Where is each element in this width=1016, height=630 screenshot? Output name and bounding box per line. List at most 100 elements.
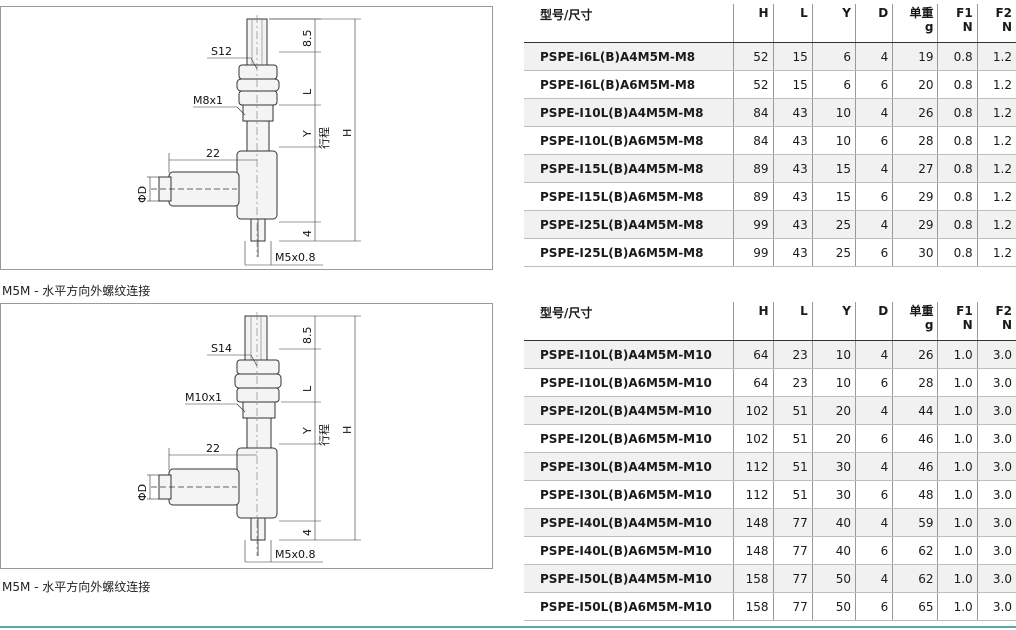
cell-l: 23 (773, 340, 813, 369)
cell-d: 4 (855, 340, 894, 369)
header-f1-line2: N (962, 318, 973, 332)
cell-model: PSPE-I30L(B)A6M5M-M10 (524, 480, 735, 509)
cell-w: 44 (892, 396, 939, 425)
cell-w: 62 (892, 564, 939, 593)
cell-d: 4 (855, 396, 894, 425)
cell-w: 19 (892, 42, 939, 71)
cell-y: 15 (812, 182, 856, 211)
cell-d: 4 (855, 154, 894, 183)
cell-f2: 3.0 (977, 424, 1016, 453)
cell-f1: 0.8 (937, 126, 978, 155)
cell-f1: 0.8 (937, 98, 978, 127)
cell-y: 30 (812, 480, 856, 509)
cell-y: 40 (812, 508, 856, 537)
dim-top-label: 8.5 (301, 30, 314, 48)
cell-f2: 3.0 (977, 564, 1016, 593)
cell-f2: 1.2 (977, 70, 1016, 99)
drawing-1-caption: M5M - 水平方向外螺纹连接 (2, 284, 151, 298)
cell-d: 6 (855, 238, 894, 267)
header-f1-line1: F1 (956, 304, 973, 318)
cell-h: 64 (733, 368, 774, 397)
cell-l: 77 (773, 508, 813, 537)
cell-f2: 1.2 (977, 42, 1016, 71)
cell-model: PSPE-I20L(B)A6M5M-M10 (524, 424, 735, 453)
dim-y-label: Y (301, 427, 314, 435)
cell-y: 50 (812, 592, 856, 621)
cell-y: 20 (812, 396, 856, 425)
cell-model: PSPE-I25L(B)A4M5M-M8 (524, 210, 735, 239)
cell-f2: 1.2 (977, 126, 1016, 155)
header-f2-line2: N (1001, 318, 1012, 332)
header-y: Y (812, 4, 856, 43)
cell-l: 51 (773, 396, 813, 425)
fitting-drawing-1: S12 M8x1 22 ΦD 8.5 L Y 行程 H 4 M5x0.8 (136, 15, 361, 266)
cell-y: 10 (812, 340, 856, 369)
cell-y: 25 (812, 238, 856, 267)
header-f2-line1: F2 (995, 6, 1012, 20)
cell-d: 4 (855, 210, 894, 239)
stroke-label: 行程 (318, 127, 331, 149)
cell-w: 59 (892, 508, 939, 537)
cell-h: 89 (733, 182, 774, 211)
dim-l-label: L (301, 88, 314, 95)
cell-w: 30 (892, 238, 939, 267)
cell-f2: 3.0 (977, 480, 1016, 509)
header-weight-line2: g (924, 318, 934, 332)
dim-h-label: H (341, 426, 354, 434)
diameter-label: ΦD (136, 186, 149, 203)
cell-l: 43 (773, 210, 813, 239)
cell-h: 52 (733, 70, 774, 99)
cell-l: 51 (773, 480, 813, 509)
top-thread-label: M8x1 (193, 94, 223, 107)
cell-d: 6 (855, 424, 894, 453)
cell-f1: 0.8 (937, 182, 978, 211)
cell-l: 43 (773, 182, 813, 211)
cell-d: 4 (855, 564, 894, 593)
cell-f2: 1.2 (977, 98, 1016, 127)
cell-y: 10 (812, 126, 856, 155)
cell-f1: 0.8 (937, 154, 978, 183)
dim-bottom-label: 4 (301, 529, 314, 536)
cell-f1: 0.8 (937, 238, 978, 267)
header-h: H (733, 4, 774, 43)
cell-l: 43 (773, 98, 813, 127)
cell-model: PSPE-I15L(B)A4M5M-M8 (524, 154, 735, 183)
cell-f2: 3.0 (977, 368, 1016, 397)
header-l: L (773, 4, 813, 43)
cell-f2: 3.0 (977, 396, 1016, 425)
drawing-2: S14 M10x1 22 ΦD 8.5 L Y 行程 H 4 M5x0.8 (0, 303, 493, 569)
cell-y: 6 (812, 42, 856, 71)
dim-bottom-label: 4 (301, 230, 314, 237)
cell-d: 6 (855, 182, 894, 211)
fitting-drawing-2: S14 M10x1 22 ΦD 8.5 L Y 行程 H 4 M5x0.8 (136, 312, 361, 563)
cell-model: PSPE-I40L(B)A4M5M-M10 (524, 508, 735, 537)
cell-h: 99 (733, 238, 774, 267)
cell-f2: 1.2 (977, 182, 1016, 211)
cell-d: 4 (855, 508, 894, 537)
diameter-label: ΦD (136, 484, 149, 501)
drawing-1: S12 M8x1 22 ΦD 8.5 L Y 行程 H 4 M5x0.8 (0, 6, 493, 270)
dim-l-label: L (301, 385, 314, 392)
cell-f1: 0.8 (937, 210, 978, 239)
cell-l: 77 (773, 592, 813, 621)
cell-model: PSPE-I30L(B)A4M5M-M10 (524, 452, 735, 481)
cell-d: 4 (855, 98, 894, 127)
cell-w: 46 (892, 452, 939, 481)
cell-f1: 1.0 (937, 592, 978, 621)
cell-y: 50 (812, 564, 856, 593)
cell-model: PSPE-I25L(B)A6M5M-M8 (524, 238, 735, 267)
